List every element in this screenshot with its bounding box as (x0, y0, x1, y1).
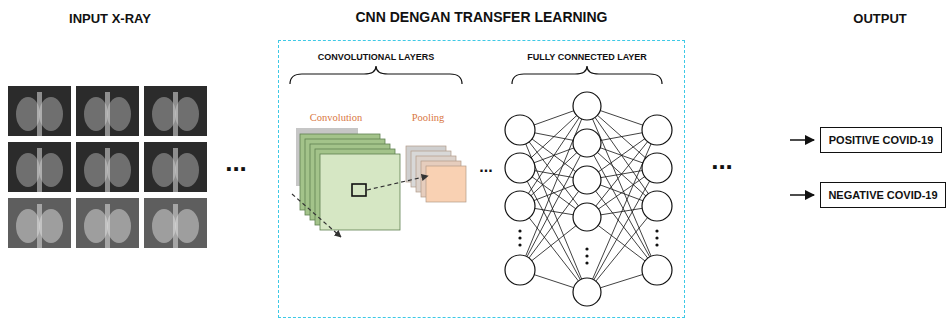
neuron (642, 115, 672, 145)
xray-frame (144, 86, 207, 136)
pooled-map (426, 166, 466, 202)
ellipsis: ... (225, 149, 247, 175)
neuron (505, 255, 535, 285)
xray-image (8, 86, 71, 136)
xray-frame (144, 142, 207, 192)
xray-image (76, 142, 139, 192)
xray-image (144, 86, 207, 136)
lung-shape (107, 153, 131, 187)
feature-map (320, 154, 400, 230)
neuron (642, 255, 672, 285)
spine (173, 204, 178, 248)
ellipsis-dot (655, 243, 658, 246)
spine (37, 148, 42, 192)
lung-shape (175, 209, 199, 243)
brace (290, 66, 462, 84)
lung-shape (39, 97, 63, 131)
lung-shape (16, 153, 40, 187)
lung-shape (39, 209, 63, 243)
ellipsis: ... (711, 147, 733, 173)
column-heading: INPUT X-RAY (69, 11, 151, 26)
spine (37, 204, 42, 248)
xray-frame (8, 86, 71, 136)
neuron (573, 203, 601, 231)
lung-shape (16, 97, 40, 131)
ellipsis-dot (585, 254, 588, 257)
ellipsis-dot (518, 236, 521, 239)
lung-shape (84, 209, 108, 243)
ellipsis-dot (518, 243, 521, 246)
spine (37, 92, 42, 136)
spine (173, 92, 178, 136)
output-box: POSITIVE COVID-19 (820, 127, 942, 153)
xray-image (144, 142, 207, 192)
section-label: CONVOLUTIONAL LAYERS (318, 52, 435, 62)
lung-shape (152, 209, 176, 243)
neuron (573, 92, 601, 120)
kernel-window (352, 184, 366, 196)
xray-grid (8, 86, 207, 248)
convolution-stack (296, 128, 400, 230)
lung-shape (152, 153, 176, 187)
xray-image (144, 198, 207, 248)
neuron (573, 278, 601, 306)
xray-image (8, 142, 71, 192)
model-region: CNN DENGAN TRANSFER LEARNING (278, 40, 685, 318)
output-box: NEGATIVE COVID-19 (820, 182, 946, 208)
ellipsis: ... (479, 159, 492, 175)
xray-frame (76, 198, 139, 248)
neuron (505, 191, 535, 221)
ellipsis-dot (518, 229, 521, 232)
ellipsis-dot (585, 247, 588, 250)
lung-shape (39, 153, 63, 187)
lung-shape (107, 209, 131, 243)
spine (105, 92, 110, 136)
xray-frame (8, 198, 71, 248)
ellipsis-dot (585, 261, 588, 264)
box-label: NEGATIVE COVID-19 (828, 189, 937, 201)
xray-frame (144, 198, 207, 248)
neuron (573, 129, 601, 157)
neuron (642, 191, 672, 221)
brace (512, 66, 662, 84)
xray-frame (76, 86, 139, 136)
region-title: CNN DENGAN TRANSFER LEARNING (279, 9, 684, 25)
neuron (505, 115, 535, 145)
stage-label: Pooling (412, 112, 445, 123)
dashed-arrow (367, 176, 428, 190)
pooling-stack (406, 146, 466, 202)
neuron (642, 153, 672, 183)
spine (105, 204, 110, 248)
ellipsis-dot (655, 229, 658, 232)
xray-frame (76, 142, 139, 192)
lung-shape (16, 209, 40, 243)
neural-network (505, 92, 672, 306)
lung-shape (84, 97, 108, 131)
ellipsis-dot (655, 236, 658, 239)
lung-shape (175, 153, 199, 187)
dashed-arrow (292, 194, 341, 237)
xray-image (8, 198, 71, 248)
xray-image (76, 198, 139, 248)
xray-image (76, 86, 139, 136)
lung-shape (152, 97, 176, 131)
spine (105, 148, 110, 192)
spine (173, 148, 178, 192)
neuron (573, 166, 601, 194)
box-label: POSITIVE COVID-19 (829, 134, 934, 146)
column-heading: OUTPUT (853, 11, 906, 26)
lung-shape (84, 153, 108, 187)
lung-shape (175, 97, 199, 131)
output-arrow (790, 139, 814, 141)
output-arrow (790, 194, 814, 196)
neuron (505, 153, 535, 183)
stage-label: Convolution (310, 112, 363, 123)
xray-frame (8, 142, 71, 192)
section-label: FULLY CONNECTED LAYER (527, 52, 647, 62)
lung-shape (107, 97, 131, 131)
